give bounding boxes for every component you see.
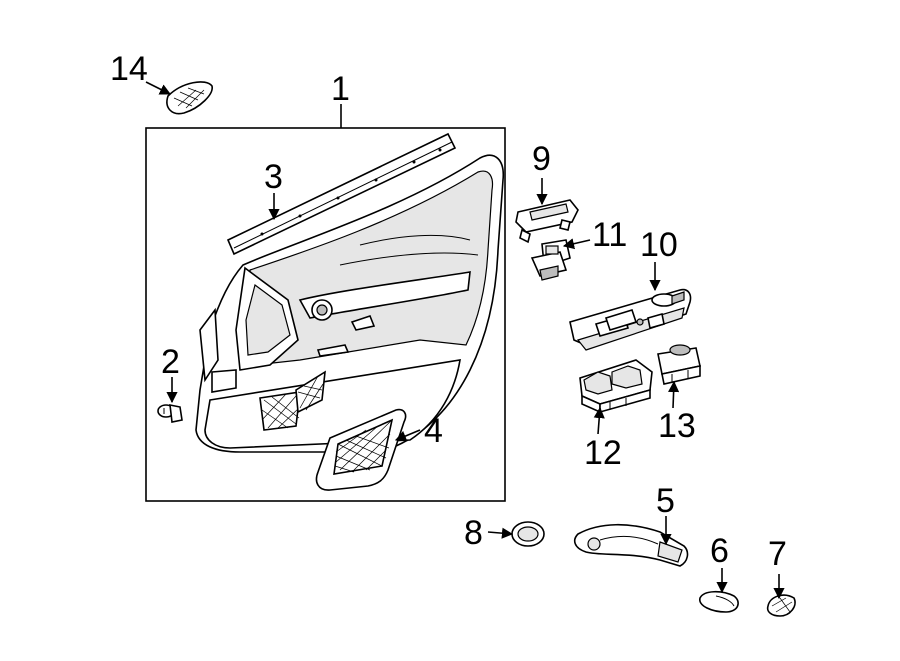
door-panel-assembly-box	[145, 127, 506, 502]
callout-4-arrow	[394, 429, 421, 442]
inside-handle-part	[573, 523, 689, 567]
callout-11-arrow	[562, 238, 591, 250]
callout-1-label: 1	[331, 70, 350, 108]
callout-6-label: 6	[710, 532, 729, 570]
switch-bezel-part	[515, 199, 579, 244]
callout-14-arrow	[145, 81, 172, 95]
callout-12-label: 12	[584, 434, 622, 472]
callout-8-arrow	[487, 527, 514, 539]
callout-2-label: 2	[161, 343, 180, 381]
callout-10-label: 10	[640, 226, 678, 264]
speaker-grille-part	[315, 408, 407, 491]
callout-7-label: 7	[768, 535, 787, 573]
door-trim-panel	[195, 154, 505, 453]
callout-9-label: 9	[532, 140, 551, 178]
callout-5-label: 5	[656, 482, 675, 520]
callout-11-label: 11	[592, 216, 627, 254]
weatherstrip-part	[226, 132, 457, 256]
callout-4-label: 4	[424, 412, 443, 450]
callout-13-label: 13	[658, 407, 696, 445]
callout-3-label: 3	[264, 158, 283, 196]
clip-part	[157, 403, 183, 423]
trim-clip-part	[766, 594, 796, 617]
lock-switch-part	[657, 344, 701, 385]
power-window-switch-part	[579, 359, 653, 414]
window-switch-panel-part	[569, 288, 692, 351]
grommet-part	[511, 521, 545, 547]
callout-8-label: 8	[464, 514, 483, 552]
callout-14-label: 14	[110, 50, 148, 88]
callout-12-arrow	[593, 406, 605, 435]
cap-part	[699, 590, 739, 613]
callout-13-arrow	[668, 380, 680, 409]
mesh-cover-part	[166, 81, 213, 115]
